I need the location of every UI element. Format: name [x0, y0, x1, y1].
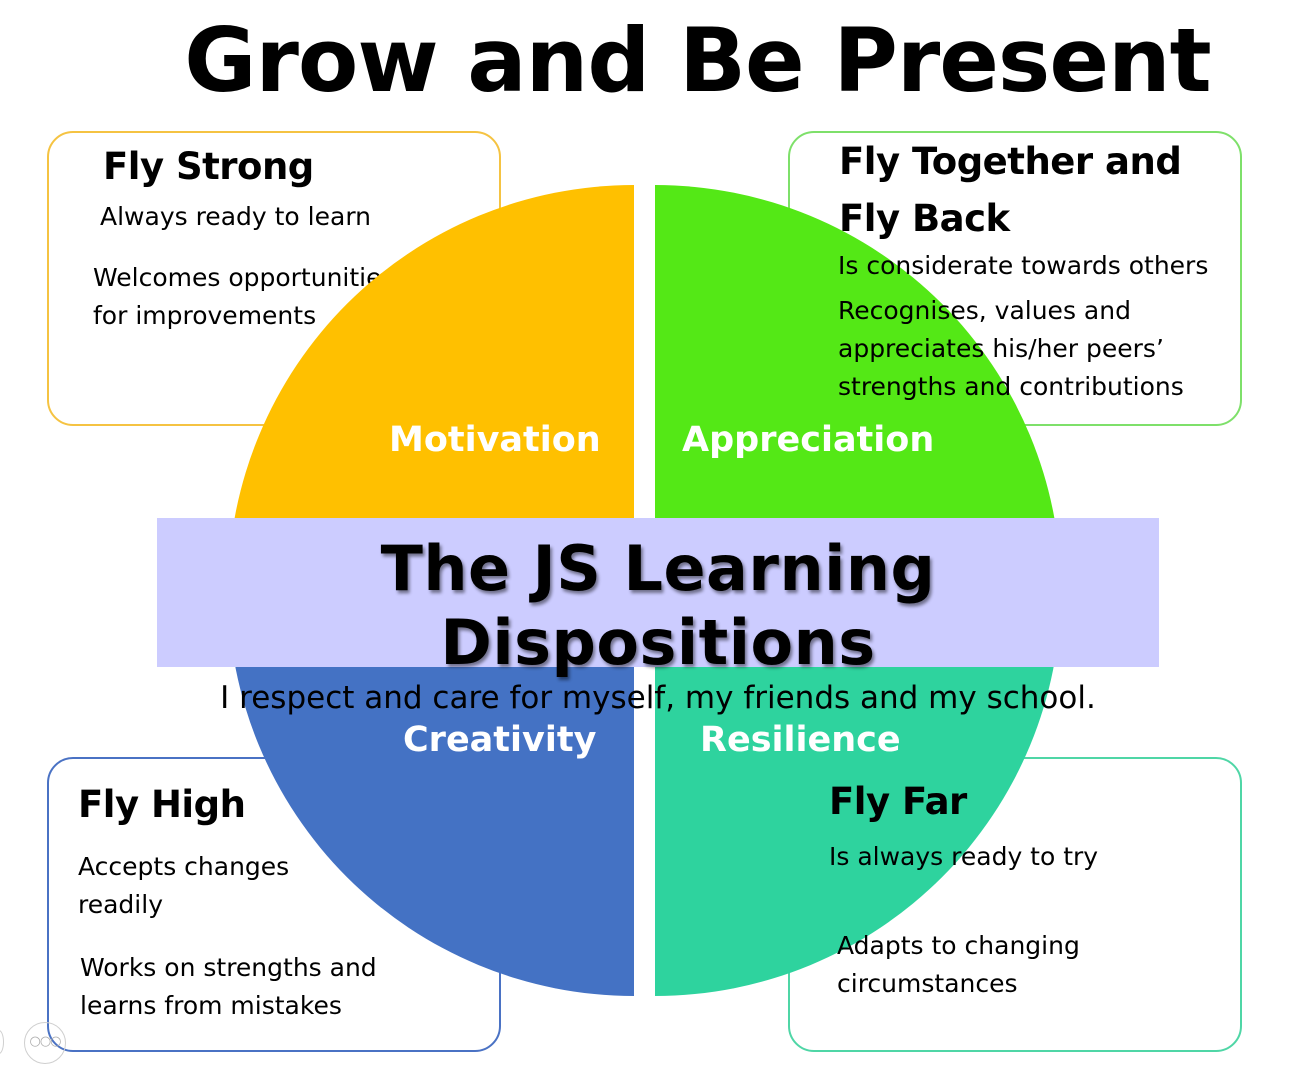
- motivation-quadrant: [228, 185, 634, 590]
- fly-together-heading-1: Fly Together and: [839, 140, 1182, 183]
- fly-together-line-2: Recognises, values and: [838, 296, 1131, 325]
- fly-together-line-3: appreciates his/her peers’: [838, 334, 1164, 363]
- fly-far-line-2: Adapts to changing: [837, 931, 1080, 960]
- page-title: Grow and Be Present: [184, 9, 1211, 112]
- appreciation-label: Appreciation: [682, 420, 935, 460]
- fly-high-line-1: Accepts changes: [78, 852, 290, 881]
- fly-strong-heading: Fly Strong: [103, 145, 314, 188]
- banner-title: The JS Learning Dispositions: [380, 532, 936, 679]
- fly-strong-line-2: Welcomes opportunities: [93, 263, 395, 292]
- appreciation-quadrant: [655, 185, 1061, 590]
- motivation-label: Motivation: [389, 420, 601, 460]
- fly-strong-line-3: for improvements: [93, 301, 317, 330]
- fly-far-line-1: Is always ready to try: [829, 842, 1099, 871]
- fly-together-line-4: strengths and contributions: [838, 372, 1184, 401]
- fly-together-heading-2: Fly Back: [839, 197, 1010, 240]
- fly-far-line-3: circumstances: [837, 969, 1018, 998]
- creativity-label: Creativity: [403, 720, 597, 760]
- fly-high-heading: Fly High: [78, 783, 246, 826]
- creativity-quadrant: [228, 590, 634, 996]
- fly-far-heading: Fly Far: [829, 780, 967, 823]
- resilience-quadrant: [655, 590, 1061, 996]
- fly-high-line-2: readily: [78, 890, 163, 919]
- resilience-label: Resilience: [700, 720, 901, 760]
- fly-strong-line-1: Always ready to learn: [100, 202, 371, 231]
- center-banner: The JS Learning Dispositions I respect a…: [157, 518, 1159, 716]
- more-dots-icon[interactable]: ○○○: [24, 1022, 66, 1064]
- fly-high-line-4: learns from mistakes: [80, 991, 342, 1020]
- fly-high-line-3: Works on strengths and: [80, 953, 377, 982]
- fly-together-line-1: Is considerate towards others: [838, 251, 1209, 280]
- banner-subtitle: I respect and care for myself, my friend…: [220, 680, 1096, 716]
